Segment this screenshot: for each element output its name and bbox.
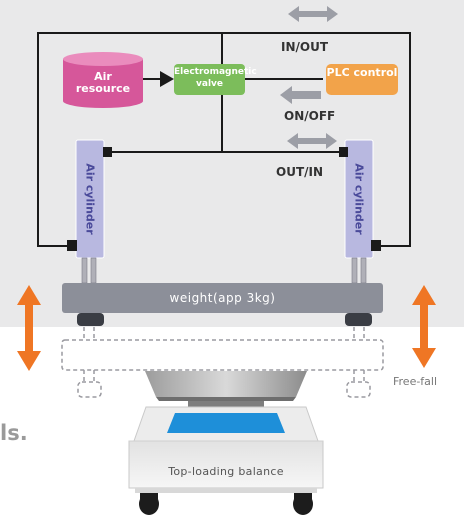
out-in-label: OUT/IN [276, 165, 324, 179]
cylinder-ports [67, 147, 381, 251]
upper-background [0, 0, 464, 327]
cut-off-text: ls. [0, 421, 28, 445]
balance-display [167, 413, 285, 433]
balance-pan [145, 371, 307, 407]
arrow-to-valve-icon [160, 71, 174, 87]
on-off-arrow-icon [280, 86, 321, 104]
weight-bar [62, 283, 383, 313]
free-fall-ghost [61, 327, 384, 398]
free-fall-label: Free-fall [393, 375, 438, 388]
valve-label: Electromagnetic valve [174, 67, 257, 89]
weight-feet [77, 313, 372, 326]
balance-label: Top-loading balance [168, 465, 284, 478]
left-air-cylinder [75, 139, 105, 259]
right-air-cylinder [344, 139, 374, 259]
plc-box [326, 64, 398, 95]
balance-wheels [139, 493, 313, 515]
in-out-arrow-icon [288, 6, 338, 22]
plc-control-label: PLC control [326, 66, 398, 79]
right-cylinder-label: Air cylinder [352, 163, 366, 235]
air-resource-label: Air resource [75, 70, 131, 95]
left-cylinder-label: Air cylinder [83, 163, 97, 235]
valve-box [174, 64, 245, 95]
weight-label: weight(app 3kg) [169, 291, 276, 305]
left-stroke-arrow-icon [17, 285, 41, 371]
out-in-arrow-icon [287, 133, 337, 149]
right-stroke-arrow-icon [412, 285, 436, 368]
on-off-label: ON/OFF [284, 109, 336, 123]
in-out-label: IN/OUT [281, 40, 329, 54]
top-loading-balance [128, 406, 324, 493]
air-resource-cylinder [63, 52, 143, 108]
